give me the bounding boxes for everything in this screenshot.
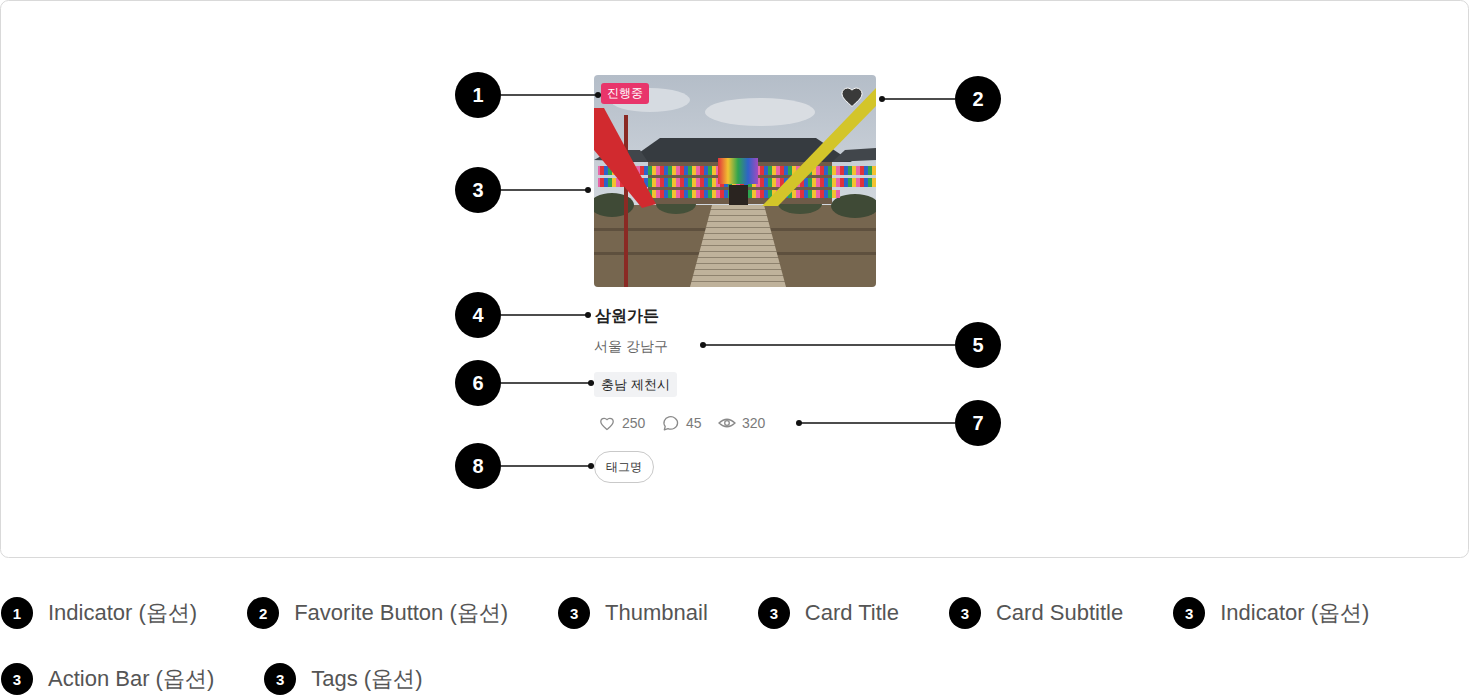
legend-text: Favorite Button (옵션)	[294, 598, 508, 628]
leader-dot	[879, 96, 885, 102]
callout-number: 5	[955, 322, 1001, 368]
banner	[718, 158, 758, 184]
node-text: 3	[1185, 605, 1193, 622]
red-streamer	[594, 108, 656, 208]
legend-number: 3	[1, 663, 33, 695]
node-text: 1	[13, 605, 21, 622]
leader-dot	[585, 187, 591, 193]
view-icon-pupil	[725, 421, 730, 426]
stone-wall	[594, 205, 876, 287]
yellow-streamer	[762, 88, 876, 206]
callout-number: 7	[955, 400, 1001, 446]
legend-text: Action Bar (옵션)	[48, 664, 214, 694]
legend-number: 3	[558, 597, 590, 629]
leader-line	[501, 94, 601, 95]
callout-number: 1	[455, 72, 501, 118]
node-text: 3	[961, 605, 969, 622]
leader-line	[501, 189, 588, 190]
node-text: 8	[472, 455, 483, 478]
comment-count: 45	[686, 415, 702, 431]
leader-line	[501, 382, 594, 383]
panel-border	[1, 1, 1469, 558]
view-count: 320	[742, 415, 765, 431]
node-text: 2	[972, 88, 983, 111]
stairs	[690, 205, 786, 287]
legend-text: Thumbnail	[605, 600, 708, 626]
legend-text: Tags (옵션)	[311, 664, 422, 694]
leader-dots	[585, 96, 885, 426]
leader-line	[501, 465, 594, 466]
legend-number: 3	[264, 663, 296, 695]
callout-number: 4	[455, 292, 501, 338]
leader-line	[882, 98, 955, 99]
sky	[594, 75, 876, 287]
node-text: 3	[276, 671, 284, 688]
legend-number: 3	[758, 597, 790, 629]
legend-text: Card Title	[805, 600, 899, 626]
leader-dot	[796, 420, 802, 426]
callout-number: 3	[455, 167, 501, 213]
favorite-heart-icon	[842, 88, 862, 106]
callout-number: 2	[955, 76, 1001, 122]
cloud	[705, 98, 815, 126]
legend-number: 3	[1173, 597, 1205, 629]
leader-dot	[700, 342, 706, 348]
like-count: 250	[622, 415, 645, 431]
leader-lines	[501, 99, 955, 423]
callout-number: 6	[455, 360, 501, 406]
node-text: 진행중	[607, 85, 643, 102]
pole	[624, 115, 628, 287]
door	[729, 185, 748, 205]
legend-text: Indicator (옵션)	[48, 598, 197, 628]
leader-line	[799, 422, 955, 423]
node-text: 6	[472, 372, 483, 395]
node-text: 5	[972, 334, 983, 357]
like-icon	[601, 418, 613, 429]
node-text: 충남 제천시	[601, 376, 670, 394]
card-subtitle: 서울 강남구	[594, 338, 668, 356]
tag-chip: 태그명	[594, 451, 654, 483]
callout-number: 8	[455, 443, 501, 489]
side-roof	[832, 148, 876, 162]
status-badge: 진행중	[601, 83, 649, 104]
card-title: 삼원가든	[595, 306, 659, 327]
view-icon	[719, 419, 735, 427]
node-text: 3	[570, 605, 578, 622]
leader-line	[703, 344, 955, 345]
legend-number: 2	[247, 597, 279, 629]
node-text: 3	[770, 605, 778, 622]
legend-number: 3	[949, 597, 981, 629]
leader-line	[501, 314, 588, 315]
indicator-chip: 충남 제천시	[594, 372, 677, 397]
node-text: 3	[472, 179, 483, 202]
node-text: 4	[472, 304, 483, 327]
node-text: 태그명	[606, 459, 642, 476]
legend-number: 1	[1, 597, 33, 629]
leader-dot	[585, 312, 591, 318]
legend-text: Indicator (옵션)	[1220, 598, 1369, 628]
node-text: 1	[472, 84, 483, 107]
node-text: 2	[259, 605, 267, 622]
thumbnail-photo	[594, 75, 876, 287]
legend-text: Card Subtitle	[996, 600, 1123, 626]
node-text: 3	[13, 671, 21, 688]
node-text: 7	[972, 412, 983, 435]
comment-icon	[664, 417, 678, 430]
